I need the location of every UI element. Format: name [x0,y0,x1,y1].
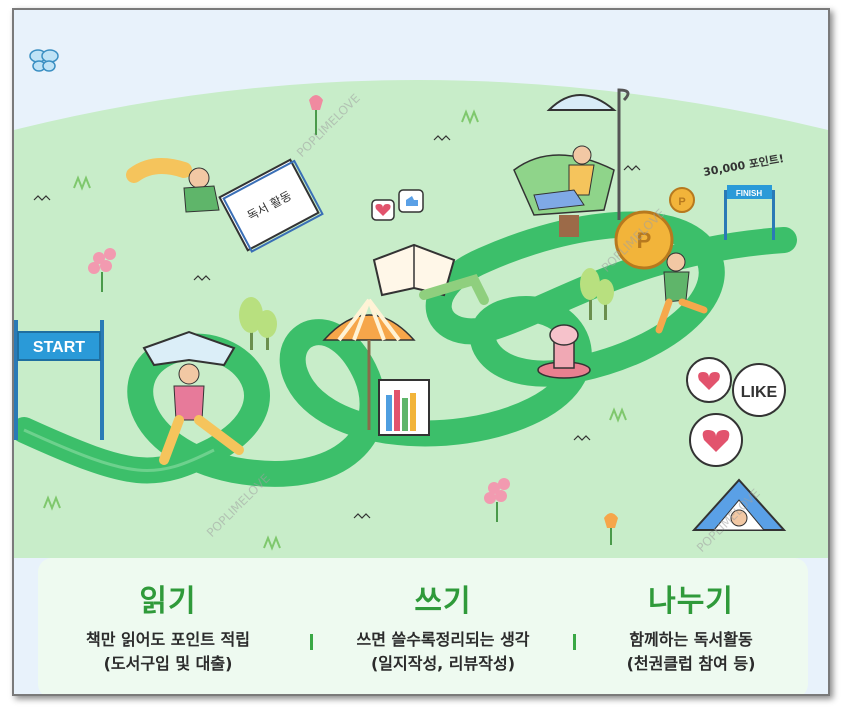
activity-panel: 읽기 책만 읽어도 포인트 적립 (도서구입 및 대출) 쓰기 쓰면 쓸수록정리… [38,558,808,694]
butterfly-icon [29,49,59,72]
tree-icon [239,297,277,350]
start-label: START [33,339,85,356]
parasol-icon [322,298,416,430]
svg-text:P: P [637,228,652,253]
like-speech-bubble-icon: LIKE [732,363,786,417]
tulip-icon [604,513,618,545]
thumbs-up-icon [398,189,424,213]
reading-column: 읽기 책만 읽어도 포인트 적립 (도서구입 및 대출) [58,576,278,676]
start-banner: START [14,320,104,440]
writing-column: 쓰기 쓰면 쓸수록정리되는 생각 (일지작성, 리뷰작성) [323,576,563,676]
writing-title: 쓰기 [414,584,472,619]
sharing-note: (천권클럽 참여 등) [626,654,756,673]
writing-note: (일지작성, 리뷰작성) [370,654,516,673]
reading-title: 읽기 [139,584,197,619]
flower-icon [88,248,116,292]
grass-tufts [43,109,627,551]
stamp-icon [537,324,591,379]
coin-icon: P [669,187,695,213]
reading-desc: 책만 읽어도 포인트 적립 [86,630,250,649]
svg-text:P: P [678,196,685,208]
grass-squiggles [33,135,641,519]
writer-with-notebook: 독서 활동 [126,158,324,253]
bookshelf-icon [378,379,430,436]
coin-icon: P [614,210,674,270]
reader-on-chair [513,145,615,237]
tulip-icon [309,95,323,135]
reader-holding-book [142,330,244,465]
heart-speech-bubble-icon [686,357,732,403]
illustration-frame: START FINISH 30,000 포인트! [12,8,830,696]
tree-icon [580,268,614,320]
lamp-icon [546,88,630,220]
separator [573,634,576,650]
reading-note: (도서구입 및 대출) [103,654,233,673]
reader-with-open-book [372,243,489,305]
heart-speech-bubble-icon [689,413,743,467]
sharing-desc: 함께하는 독서활동 [629,630,753,649]
sharing-title: 나누기 [648,584,734,619]
grass-hill [14,80,828,558]
separator [310,634,313,650]
writing-desc: 쓰면 쓸수록정리되는 생각 [356,630,530,649]
book-tent-icon [691,478,787,531]
finish-banner: FINISH [724,185,775,240]
reading-journey-illustration: START FINISH 30,000 포인트! [14,10,828,558]
like-label: LIKE [741,384,778,401]
runner-with-coin [655,252,708,334]
heart-bubble-icon [371,199,395,221]
sharing-column: 나누기 함께하는 독서활동 (천권클럽 참여 등) [586,576,796,676]
flower-icon [484,478,510,522]
finish-label: FINISH [736,189,762,198]
